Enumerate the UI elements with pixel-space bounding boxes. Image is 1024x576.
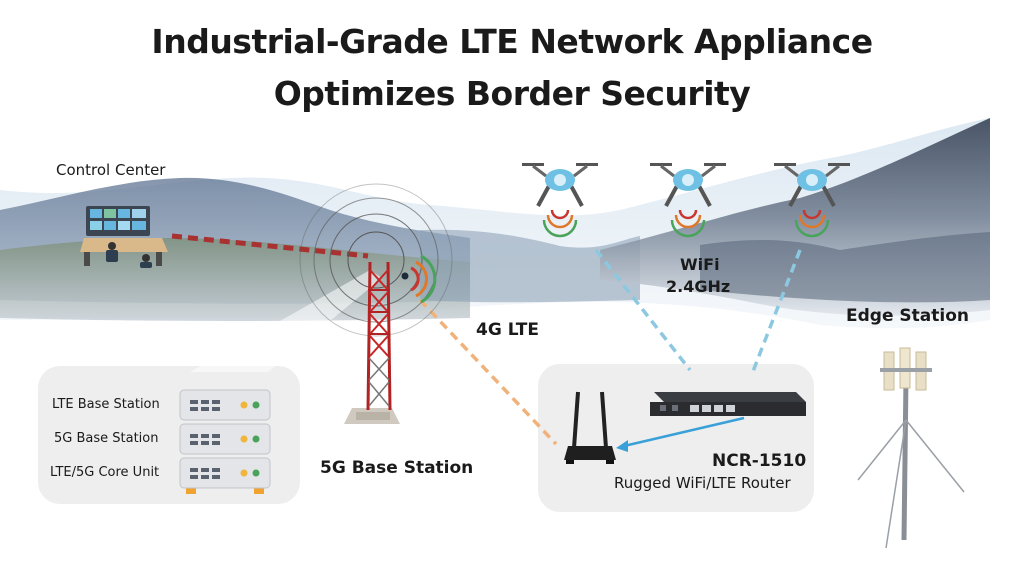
control-center-label: Control Center [56, 161, 166, 179]
server-unit-2 [179, 423, 271, 455]
router-model-label: NCR-1510 [712, 451, 807, 471]
server-unit-label-1: LTE Base Station [52, 397, 160, 412]
server-unit-label-3: LTE/5G Core Unit [50, 465, 160, 480]
mountain-center [420, 229, 640, 303]
mountain-right-ridge [700, 232, 990, 303]
lte-link-line [418, 298, 558, 446]
router-description-label: Rugged WiFi/LTE Router [614, 474, 791, 492]
server-unit-1 [179, 389, 271, 421]
control-center-illustration [80, 206, 168, 268]
wifi-frequency-label: 2.4GHz [666, 277, 731, 296]
edge-station-illustration [857, 347, 965, 549]
edge-station-label: Edge Station [846, 306, 969, 326]
wifi-label: WiFi [680, 255, 720, 274]
wired-link-line [171, 233, 369, 259]
base-station-label: 5G Base Station [320, 458, 474, 478]
drone-3 [774, 163, 850, 238]
wifi-link-line-1 [594, 248, 692, 372]
server-rack-illustration [179, 389, 271, 494]
tower-illustration [344, 254, 437, 424]
drone-2 [650, 163, 726, 238]
title-line-1: Industrial-Grade LTE Network Appliance [151, 22, 873, 61]
router-connect-arrow [623, 416, 745, 448]
server-unit-3 [179, 457, 271, 489]
router-connect-arrowhead [616, 440, 628, 452]
lte-router-illustration [564, 391, 616, 464]
title-line-2: Optimizes Border Security [273, 74, 751, 113]
lte-label: 4G LTE [476, 320, 539, 340]
callout-wedge [190, 270, 382, 372]
server-unit-label-2: 5G Base Station [54, 431, 159, 446]
ncr-appliance-illustration [650, 392, 806, 416]
drone-1 [522, 163, 598, 238]
wifi-link-line-2 [750, 249, 802, 375]
